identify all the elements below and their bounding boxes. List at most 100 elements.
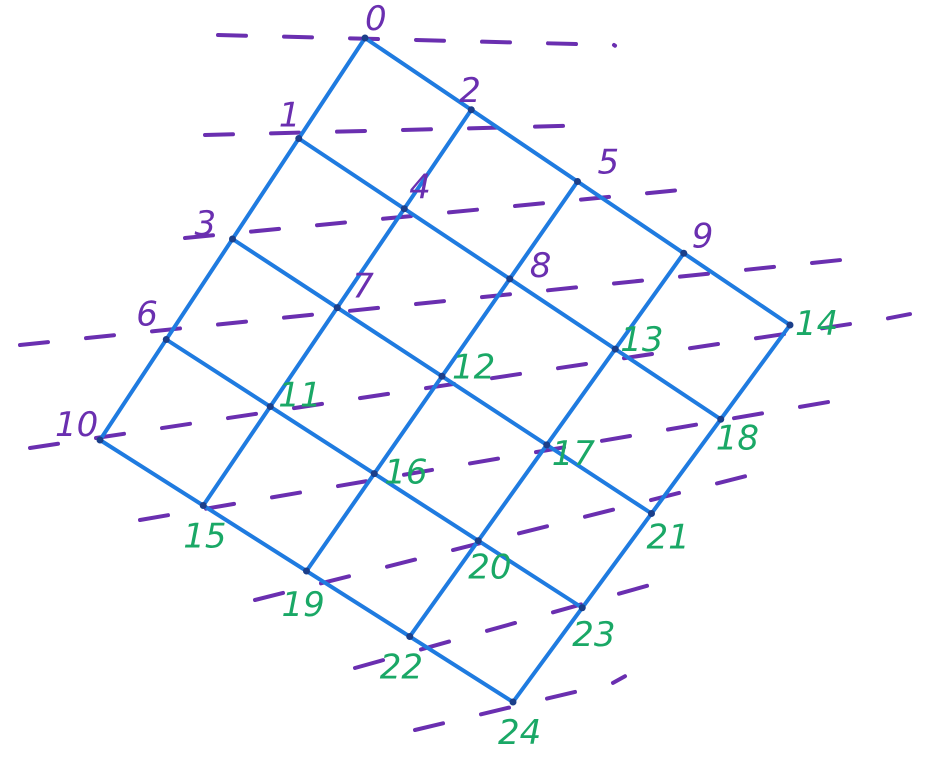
node-label-4: 4 bbox=[409, 168, 431, 208]
guide-dash bbox=[479, 705, 511, 717]
guide-dash bbox=[688, 342, 720, 351]
guide-dash bbox=[249, 226, 281, 234]
guide-dash bbox=[315, 220, 347, 228]
node-dot bbox=[361, 34, 369, 42]
node-dot bbox=[370, 470, 378, 478]
guide-dash bbox=[18, 340, 50, 347]
guide-dash bbox=[447, 207, 479, 215]
guide-dash bbox=[414, 299, 446, 306]
guide-dash bbox=[183, 233, 215, 240]
node-label-0: 0 bbox=[365, 0, 387, 39]
node-label-21: 21 bbox=[647, 518, 690, 558]
guide-dash bbox=[348, 305, 380, 313]
guide-dash bbox=[253, 590, 285, 602]
guide-dash bbox=[28, 441, 60, 450]
node-label-9: 9 bbox=[692, 216, 714, 256]
node-dot bbox=[295, 135, 303, 142]
node-label-22: 22 bbox=[380, 648, 423, 688]
node-dot bbox=[648, 510, 655, 517]
guide-dash bbox=[612, 278, 644, 286]
guide-dash bbox=[545, 689, 577, 701]
guide-dash bbox=[353, 658, 385, 670]
node-dot bbox=[509, 698, 517, 706]
guide-dash bbox=[744, 264, 776, 272]
node-dots bbox=[96, 34, 794, 706]
guide-dash bbox=[517, 524, 549, 536]
node-dot bbox=[438, 372, 446, 380]
guide-dash bbox=[160, 421, 192, 431]
node-dot bbox=[543, 441, 551, 449]
node-dot bbox=[578, 604, 586, 612]
node-label-11: 11 bbox=[278, 376, 321, 416]
node-dot bbox=[506, 275, 514, 283]
guide-dash bbox=[513, 201, 545, 208]
guide-dash bbox=[216, 33, 248, 38]
node-dot bbox=[680, 249, 688, 257]
node-dot bbox=[162, 336, 170, 343]
guide-dash bbox=[480, 39, 512, 45]
guide-dash bbox=[467, 125, 499, 131]
guide-dash bbox=[600, 434, 632, 443]
node-dot bbox=[333, 304, 341, 312]
guide-dash bbox=[282, 34, 314, 40]
node-dot bbox=[786, 321, 794, 329]
node-label-24: 24 bbox=[498, 713, 541, 753]
node-dot bbox=[467, 106, 475, 114]
guide-dash bbox=[226, 411, 258, 421]
node-label-10: 10 bbox=[55, 405, 98, 445]
guide-dash bbox=[645, 188, 677, 196]
guide-dash bbox=[583, 507, 615, 519]
node-dot bbox=[400, 205, 408, 213]
guide-dash bbox=[810, 258, 842, 265]
node-label-7: 7 bbox=[352, 267, 374, 307]
node-label-1: 1 bbox=[279, 96, 301, 136]
node-dot bbox=[611, 345, 619, 353]
node-label-15: 15 bbox=[183, 517, 226, 557]
node-label-20: 20 bbox=[468, 548, 511, 588]
node-dot bbox=[474, 537, 482, 545]
grid-lines bbox=[98, 36, 792, 704]
guide-dash bbox=[358, 391, 390, 401]
guide-dash bbox=[678, 271, 710, 279]
node-label-3: 3 bbox=[195, 204, 217, 244]
node-label-17: 17 bbox=[552, 434, 596, 474]
guide-dash bbox=[84, 333, 116, 341]
guide-dash bbox=[138, 513, 170, 522]
node-dot bbox=[303, 567, 310, 575]
node-label-16: 16 bbox=[384, 453, 427, 493]
guide-dash bbox=[203, 132, 235, 137]
guide-dash bbox=[533, 123, 565, 129]
node-dot bbox=[266, 403, 274, 411]
guide-dash bbox=[270, 490, 302, 500]
guide-dash bbox=[424, 381, 456, 391]
node-label-13: 13 bbox=[620, 320, 663, 360]
guide-dash bbox=[401, 127, 433, 132]
guide-dash bbox=[611, 674, 627, 685]
guide-dash bbox=[292, 401, 324, 411]
guide-dash bbox=[385, 557, 417, 569]
node-label-5: 5 bbox=[598, 143, 620, 183]
guide-dash bbox=[269, 130, 301, 136]
node-label-23: 23 bbox=[572, 615, 615, 655]
node-label-6: 6 bbox=[136, 295, 158, 335]
guide-dash bbox=[490, 371, 522, 381]
guide-dash bbox=[216, 319, 248, 327]
guide-dash bbox=[617, 583, 649, 596]
node-label-8: 8 bbox=[530, 246, 552, 286]
guide-dash bbox=[468, 456, 500, 466]
guide-dash bbox=[546, 285, 578, 293]
guide-dash bbox=[413, 721, 445, 732]
guide-dash bbox=[556, 361, 588, 371]
node-label-14: 14 bbox=[795, 304, 838, 344]
node-label-18: 18 bbox=[716, 418, 759, 458]
guide-dash bbox=[335, 128, 367, 134]
node-label-19: 19 bbox=[282, 585, 325, 625]
guide-dash bbox=[754, 332, 786, 341]
node-label-2: 2 bbox=[459, 71, 481, 111]
guide-dash bbox=[715, 474, 747, 486]
guide-dash bbox=[666, 422, 698, 432]
node-dot bbox=[229, 235, 236, 243]
node-dot bbox=[199, 502, 207, 509]
